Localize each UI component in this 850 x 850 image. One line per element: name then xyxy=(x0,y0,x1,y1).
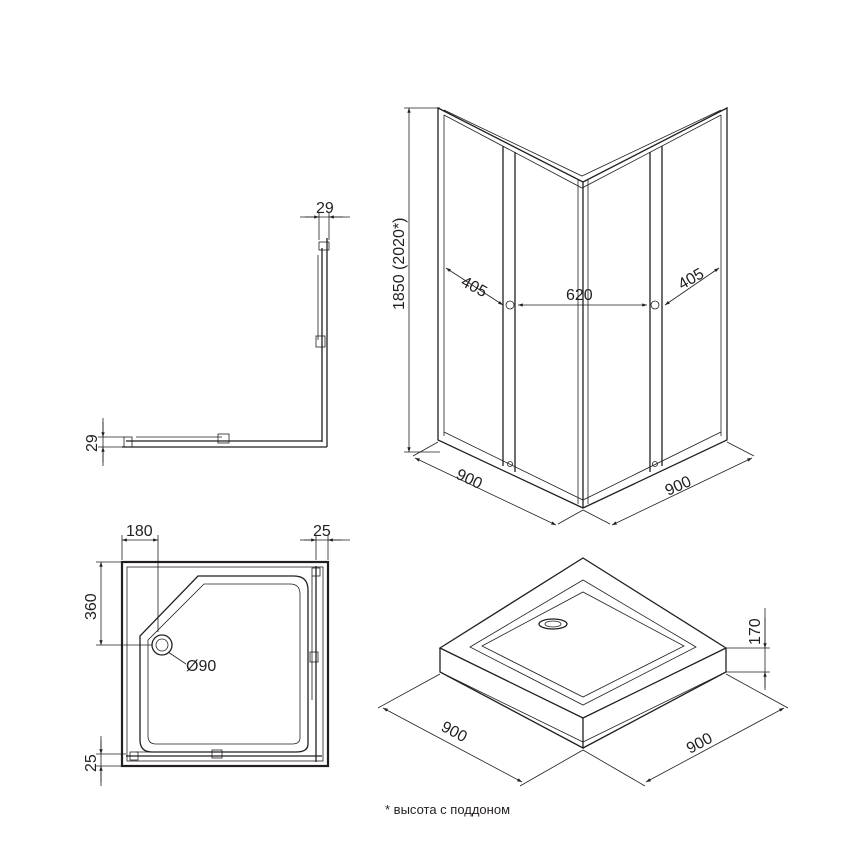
tray-plan-view: Ø90 180 25 360 25 xyxy=(83,523,350,786)
tray-iso-view: 170 900 900 xyxy=(377,557,789,787)
plan-dim-top: 29 xyxy=(316,200,334,217)
tray-dim-rim-top: 25 xyxy=(313,523,331,540)
tray-dim-width-left: 900 xyxy=(438,719,470,747)
tray-dim-offset-y: 360 xyxy=(83,593,100,620)
footnote: * высота с поддоном xyxy=(385,802,511,817)
tray-dim-height: 170 xyxy=(747,618,764,645)
elev-dim-door-right: 405 xyxy=(676,265,708,293)
plan-dim-left: 29 xyxy=(84,434,101,452)
tray-dim-drain: Ø90 xyxy=(186,658,216,675)
tray-dim-offset-x: 180 xyxy=(126,523,153,540)
elev-dim-door-center: 620 xyxy=(566,287,593,304)
tray-dim-rim-left: 25 xyxy=(83,754,100,772)
plan-view: 29 29 xyxy=(84,200,350,466)
elev-dim-height: 1850 (2020*) xyxy=(391,217,408,310)
elev-dim-door-left: 405 xyxy=(458,274,490,302)
elev-dim-width-right: 900 xyxy=(663,473,694,499)
elevation-view: 405 620 405 1850 (2020*) 900 900 xyxy=(391,106,755,526)
